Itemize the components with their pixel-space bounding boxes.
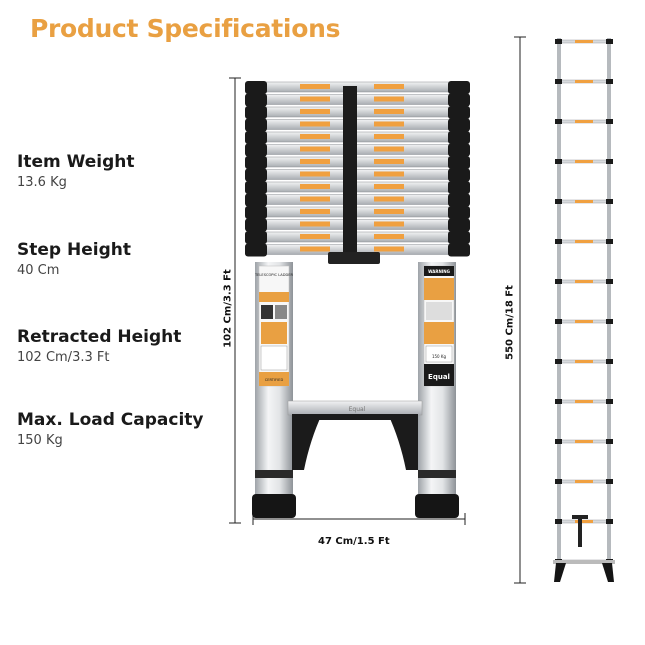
collapsed-rung: [245, 231, 470, 244]
extended-rung: [555, 479, 613, 484]
collapsed-rung: [245, 206, 470, 219]
collapsed-rung: [245, 93, 470, 107]
sticker-left-title: TELESCOPIC LADDER: [254, 273, 294, 277]
sticker-brand: Equal: [428, 373, 450, 381]
page-title: Product Specifications: [30, 14, 341, 43]
retracted-height-dimension: [229, 77, 241, 524]
extended-rung: [555, 79, 613, 84]
extended-strap: [578, 517, 582, 547]
sticker-certified: CERTIFIED: [265, 378, 284, 382]
extended-rung: [555, 319, 613, 324]
extended-rung: [555, 159, 613, 164]
strap-buckle: [328, 252, 380, 264]
sticker-warning: WARNING: [428, 269, 450, 274]
foot-left: [252, 494, 296, 518]
extended-right-stile: [607, 38, 611, 578]
extended-foot-left: [554, 563, 566, 582]
spec-value: 102 Cm/3.3 Ft: [17, 350, 110, 365]
extended-rung: [555, 439, 613, 444]
spec-label: Retracted Height: [17, 327, 182, 347]
extended-rung: [555, 359, 613, 364]
extended-ladder: [553, 38, 615, 582]
collapsed-rung: [245, 168, 470, 182]
collapsed-rung: [245, 131, 470, 144]
extended-foot-right: [602, 563, 614, 582]
collapsed-rung: [245, 81, 470, 94]
extended-left-stile: [557, 38, 561, 578]
width-label: 47 Cm/1.5 Ft: [318, 536, 390, 547]
right-sticker: WARNING 150 Kg Equal: [423, 265, 455, 387]
collapsed-rung: [245, 193, 470, 207]
extended-rung: [555, 519, 613, 524]
spec-label: Max. Load Capacity: [17, 410, 204, 430]
foot-right: [415, 494, 459, 518]
extended-height-label: 550 Cm/18 Ft: [504, 285, 516, 360]
retracted-height-label: 102 Cm/3.3 Ft: [222, 269, 234, 348]
extended-rung: [555, 39, 613, 44]
extended-rung: [555, 199, 613, 204]
stabiliser-foot-left: [292, 414, 322, 470]
extended-rung: [555, 399, 613, 404]
stabiliser-foot-right: [388, 414, 418, 470]
spec-value: 40 Cm: [17, 263, 60, 278]
spec-value: 150 Kg: [17, 433, 63, 448]
strap: [343, 86, 357, 258]
sticker-max-load: 150 Kg: [432, 354, 447, 359]
spec-value: 13.6 Kg: [17, 175, 67, 190]
stabiliser-brand: Equal: [349, 406, 366, 413]
spec-label: Item Weight: [17, 152, 135, 172]
spec-item-weight: Item Weight 13.6 Kg: [17, 152, 135, 190]
collapsed-rung: [245, 118, 470, 132]
collapsed-rung: [245, 218, 470, 232]
extended-rung: [555, 239, 613, 244]
collapsed-rung: [245, 181, 470, 194]
extended-rung: [555, 279, 613, 284]
spec-retracted-height: Retracted Height 102 Cm/3.3 Ft: [17, 327, 181, 365]
spec-step-height: Step Height 40 Cm: [17, 240, 131, 278]
left-sticker: TELESCOPIC LADDER CERTIFIED: [254, 265, 294, 387]
spec-max-load: Max. Load Capacity 150 Kg: [17, 410, 204, 448]
spec-label: Step Height: [17, 240, 131, 260]
extended-height-dimension: [514, 36, 526, 584]
collapsed-rung: [245, 143, 470, 157]
collapsed-rung: [245, 156, 470, 169]
collapsed-rung: [245, 106, 470, 119]
retracted-ladder: TELESCOPIC LADDER CERTIFIED WARNING 150 …: [245, 81, 470, 518]
extended-rung: [555, 119, 613, 124]
